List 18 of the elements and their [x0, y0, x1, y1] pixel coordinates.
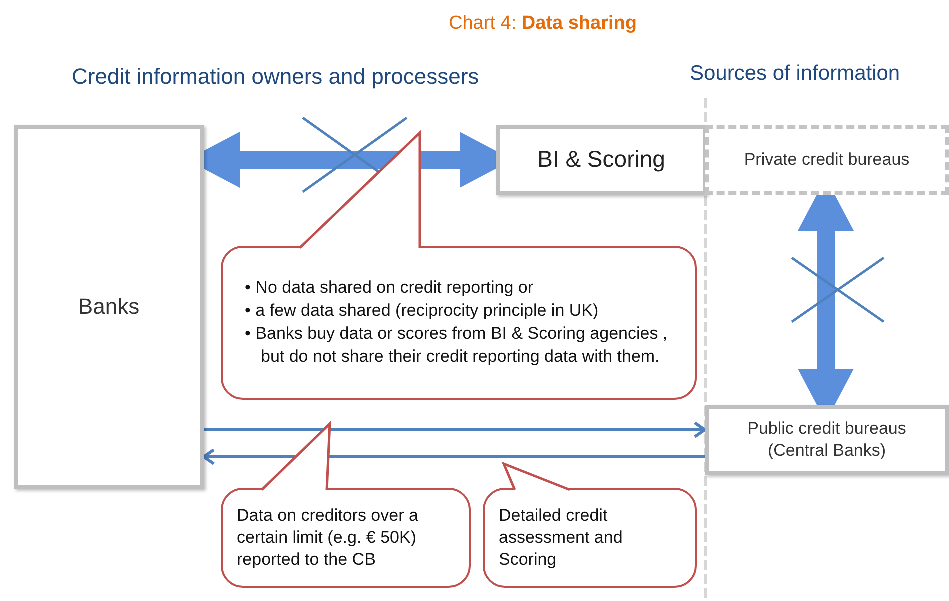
node-label: BI & Scoring [538, 145, 666, 174]
chart-title: Chart 4: Data sharing [449, 13, 637, 35]
node-label: Detailed credit assessment and Scoring [499, 504, 624, 572]
bullet-text: • a few data shared (reciprocity principle in UK) [245, 300, 600, 322]
section-heading: Sources of information [690, 62, 900, 86]
process-box [496, 125, 707, 195]
node-label: Public credit bureaus (Central Banks) [746, 418, 908, 462]
node-label: Banks [78, 292, 140, 321]
process-box [705, 405, 949, 475]
arrow [204, 422, 706, 438]
bullet-text: • No data shared on credit reporting or [245, 277, 535, 300]
arrow [202, 448, 705, 466]
node-label: Private credit bureaus [744, 148, 910, 171]
bullet-text: • Banks buy data or scores from BI & Scoring agencies , but do not share their credit reporting data with them. [245, 323, 669, 368]
dashed-box [705, 125, 949, 195]
process-box [14, 125, 204, 489]
node-label: Data on creditors over a certain limit (e.g. € 50K) reported to the CB [237, 504, 420, 572]
section-heading: Credit information owners and processers [72, 64, 480, 90]
